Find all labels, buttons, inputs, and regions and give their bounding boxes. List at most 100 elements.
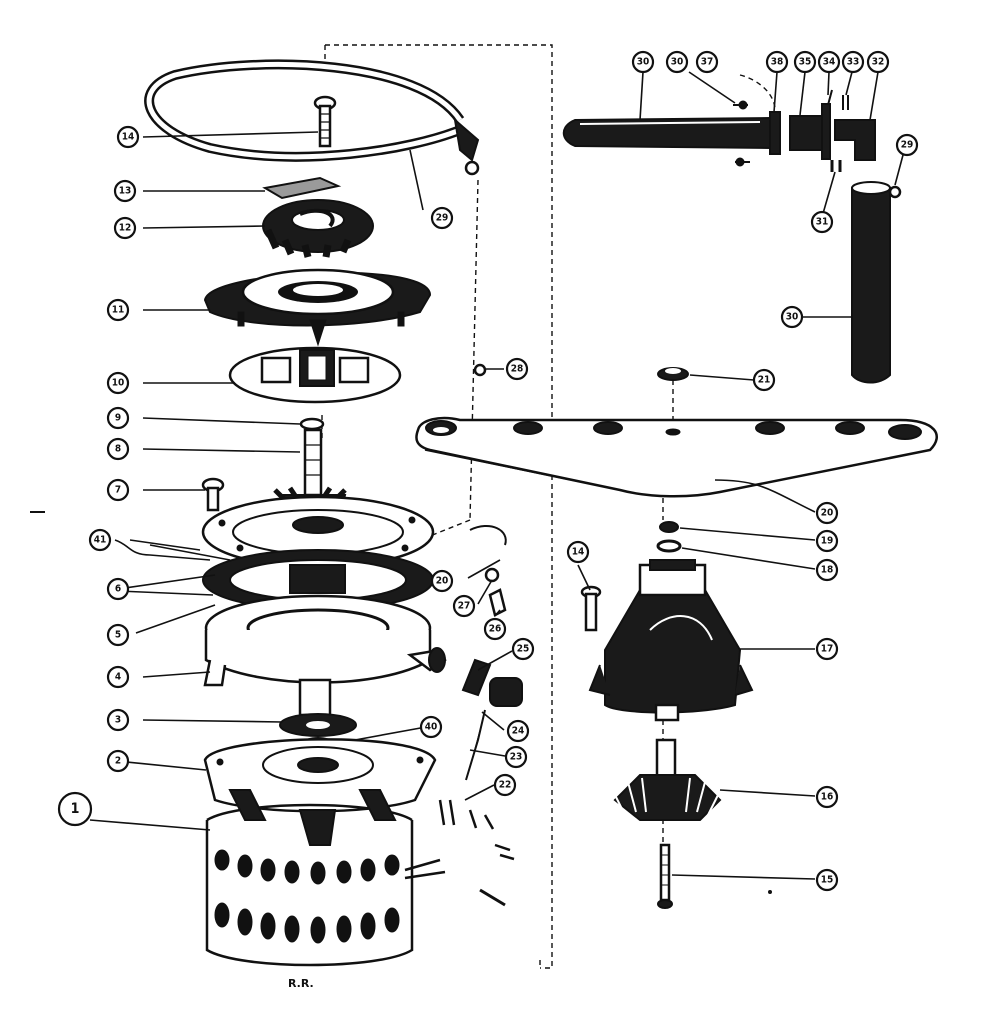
callout-35-text: 35 [799, 57, 812, 68]
callout-22: 22 [493, 773, 517, 797]
callout-25-text: 25 [517, 644, 530, 655]
callout-21-text: 21 [758, 375, 771, 386]
callout-29-right: 29 [895, 133, 919, 157]
callout-28-text: 28 [511, 364, 524, 375]
callout-11-text: 11 [112, 305, 125, 316]
callout-9: 9 [106, 406, 130, 430]
parts-19-18-washers [656, 521, 682, 553]
callout-7-text: 7 [115, 485, 121, 496]
leader-lines [89, 71, 904, 880]
callout-25: 25 [511, 637, 535, 661]
callout-26-text: 26 [489, 624, 502, 635]
callout-20-right: 20 [815, 501, 839, 525]
callout-10: 10 [106, 371, 130, 395]
part-29-lower-spray-arm [415, 416, 938, 498]
callout-32: 32 [866, 50, 890, 74]
callout-3: 3 [106, 708, 130, 732]
callout-32-text: 32 [872, 57, 885, 68]
callout-17: 17 [815, 637, 839, 661]
upper-spray-arm [144, 59, 480, 176]
callout-19-text: 19 [821, 536, 834, 547]
callout-30-right-text: 30 [786, 312, 799, 323]
callout-10-text: 10 [112, 378, 125, 389]
callout-21: 21 [752, 368, 776, 392]
callout-27-text: 27 [458, 601, 471, 612]
callout-38-text: 38 [771, 57, 784, 68]
callout-13-text: 13 [119, 186, 132, 197]
small-hardware-parts [30, 363, 523, 907]
callout-41-text: 41 [94, 535, 107, 546]
callout-20-right-text: 20 [821, 508, 834, 519]
callout-23-text: 23 [510, 752, 523, 763]
screw-7 [201, 477, 225, 512]
callout-30-top-mid: 30 [665, 50, 689, 74]
callout-31-text: 31 [816, 217, 829, 228]
pump-housing-upper [129, 495, 435, 569]
callout-19: 19 [815, 529, 839, 553]
part-15-bolt [657, 843, 772, 909]
callout-13: 13 [113, 179, 137, 203]
callout-5-text: 5 [115, 630, 121, 641]
part-4-pump-base [203, 594, 447, 717]
callout-33: 33 [841, 50, 865, 74]
callout-2: 2 [106, 749, 130, 773]
callout-7: 7 [106, 478, 130, 502]
part-30-lower-tube [851, 181, 902, 384]
part-16-impeller [613, 738, 722, 821]
callout-20-left: 20 [430, 569, 454, 593]
callout-34-text: 34 [823, 57, 836, 68]
part-9-ring [299, 417, 325, 431]
callout-38: 38 [765, 50, 789, 74]
callout-6-text: 6 [115, 584, 121, 595]
part-30-upper-tube [562, 74, 876, 172]
screw-14-right [580, 585, 602, 632]
part-13-gasket [262, 176, 342, 200]
callout-37-text: 37 [701, 57, 714, 68]
callout-2-text: 2 [115, 756, 121, 767]
callout-16: 16 [815, 785, 839, 809]
callout-27: 27 [452, 594, 476, 618]
callout-30-top-left-text: 30 [637, 57, 650, 68]
callout-37: 37 [695, 50, 719, 74]
callout-14-left: 14 [116, 125, 140, 149]
callout-40: 40 [419, 715, 443, 739]
callout-12-text: 12 [119, 223, 132, 234]
callout-35: 35 [793, 50, 817, 74]
callout-30-right: 30 [780, 305, 804, 329]
callout-1-text: 1 [71, 801, 80, 817]
footer-mark: R.R. [288, 977, 314, 990]
callout-31: 31 [810, 210, 834, 234]
screw-14-left [313, 95, 337, 148]
part-12-impeller-cover [262, 199, 374, 258]
callout-29-left: 29 [430, 206, 454, 230]
callout-8-text: 8 [115, 444, 121, 455]
callout-1: 1 [57, 791, 93, 827]
part-1-motor [205, 789, 446, 967]
callout-17-text: 17 [821, 644, 834, 655]
callout-5: 5 [106, 623, 130, 647]
callout-28: 28 [505, 357, 529, 381]
callout-29-left-text: 29 [436, 213, 449, 224]
callout-20-left-text: 20 [436, 576, 449, 587]
callout-16-text: 16 [821, 792, 834, 803]
callout-40-text: 40 [425, 722, 438, 733]
callout-labels: 1 2 3 4 5 6 7 8 9 10 11 12 13 14 29 28 4… [57, 50, 919, 892]
callout-8: 8 [106, 437, 130, 461]
callout-33-text: 33 [847, 57, 860, 68]
callout-14-left-text: 14 [122, 132, 135, 143]
part-10-plate [228, 346, 402, 404]
callout-11: 11 [106, 298, 130, 322]
callout-24: 24 [506, 719, 530, 743]
callout-30-top-mid-text: 30 [671, 57, 684, 68]
callout-14-right-text: 14 [572, 547, 585, 558]
part-11-guard [203, 268, 432, 347]
callout-29-right-text: 29 [901, 140, 914, 151]
callout-6: 6 [106, 577, 130, 601]
callout-18-text: 18 [821, 565, 834, 576]
callout-26: 26 [483, 617, 507, 641]
callout-18: 18 [815, 558, 839, 582]
callout-9-text: 9 [115, 413, 121, 424]
callout-15-text: 15 [821, 875, 834, 886]
callout-15: 15 [815, 868, 839, 892]
